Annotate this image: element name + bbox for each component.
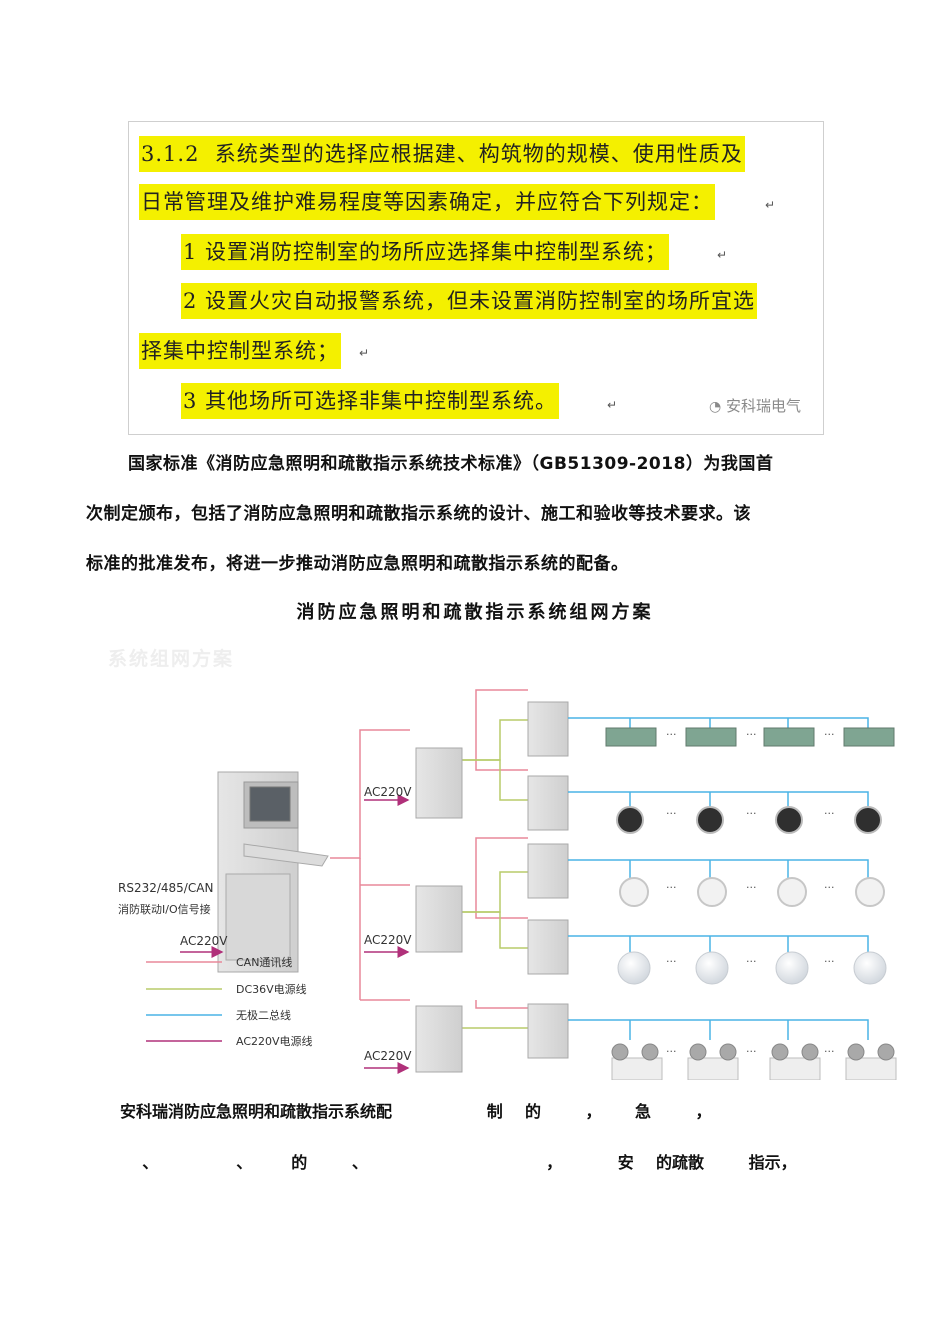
return-mark: ↵: [765, 198, 776, 212]
paragraph-line-2: 次制定颁布，包括了消防应急照明和疏散指示系统的设计、施工和验收等技术要求。该: [86, 504, 751, 524]
standard-excerpt-image: 3.1.2 系统类型的选择应根据建、构筑物的规模、使用性质及 日常管理及维护难易…: [128, 121, 824, 435]
fire-control-console: [217, 771, 329, 973]
ellipsis: ...: [824, 952, 835, 965]
exit-sign-row: [605, 727, 895, 747]
clause-line-2: 日常管理及维护难易程度等因素确定，并应符合下列规定：: [139, 184, 715, 220]
legend-bus: 无极二总线: [236, 1008, 291, 1022]
ellipsis: ...: [824, 804, 835, 817]
ac-label: AC220V: [364, 785, 412, 799]
signal-label: 消防联动I/O信号接: [118, 902, 211, 916]
ellipsis: ...: [824, 878, 835, 891]
watermark: ◔ 安科瑞电气: [708, 397, 801, 415]
downlight-row: [619, 877, 885, 907]
ellipsis: ...: [746, 1042, 757, 1055]
network-diagram: ... ... ... ... ... ... ... ... ... ... …: [118, 689, 897, 1080]
direction-sign-row: [616, 806, 882, 834]
return-mark: ↵: [717, 248, 728, 262]
legend-dc36v: DC36V电源线: [236, 982, 307, 996]
wechat-icon: ◔: [708, 399, 722, 415]
clause-line-1: 3.1.2 系统类型的选择应根据建、构筑物的规模、使用性质及: [139, 136, 745, 172]
return-mark: ↵: [359, 346, 370, 360]
ellipsis: ...: [746, 804, 757, 817]
power-units: [527, 701, 569, 1059]
distribution-boxes: [415, 747, 463, 1073]
globe-light-row: [617, 951, 887, 985]
paragraph-line-1: 国家标准《消防应急照明和疏散指示系统技术标准》（GB51309-2018）为我国…: [128, 454, 774, 474]
bottom-line-1: 安科瑞消防应急照明和疏散指示系统配 制 的 ， 急 ，: [120, 1102, 712, 1121]
ellipsis: ...: [666, 725, 677, 738]
emergency-light-row: [611, 1043, 897, 1080]
ac-label: AC220V: [180, 934, 228, 948]
ac-label: AC220V: [364, 1049, 412, 1063]
legend-ac220v: AC220V电源线: [236, 1034, 313, 1048]
clause-item-2b: 择集中控制型系统；: [139, 333, 341, 369]
faded-heading: 系统组网方案: [108, 648, 235, 670]
legend: CAN通讯线 DC36V电源线 无极二总线 AC220V电源线: [146, 955, 313, 1048]
ac-label: AC220V: [364, 933, 412, 947]
signal-label: RS232/485/CAN: [118, 881, 213, 895]
clause-item-1: 1 设置消防控制室的场所应选择集中控制型系统；: [181, 234, 670, 270]
section-caption: 消防应急照明和疏散指示系统组网方案: [296, 602, 654, 623]
paragraph-line-3: 标准的批准发布，将进一步推动消防应急照明和疏散指示系统的配备。: [86, 554, 629, 574]
return-mark: ↵: [607, 398, 618, 412]
ellipsis: ...: [666, 1042, 677, 1055]
legend-can: CAN通讯线: [236, 955, 292, 969]
ellipsis: ...: [746, 878, 757, 891]
ellipsis: ...: [666, 952, 677, 965]
ellipsis: ...: [666, 878, 677, 891]
ellipsis: ...: [746, 952, 757, 965]
ellipsis: ...: [666, 804, 677, 817]
clause-item-2a: 2 设置火灾自动报警系统，但未设置消防控制室的场所宜选: [181, 283, 758, 319]
ellipsis: ...: [824, 725, 835, 738]
ellipsis: ...: [746, 725, 757, 738]
ellipsis: ...: [824, 1042, 835, 1055]
bottom-line-2: 、 、 的 、 ， 安 的疏散 指示，: [120, 1153, 797, 1172]
clause-item-3: 3 其他场所可选择非集中控制型系统。: [181, 383, 560, 419]
